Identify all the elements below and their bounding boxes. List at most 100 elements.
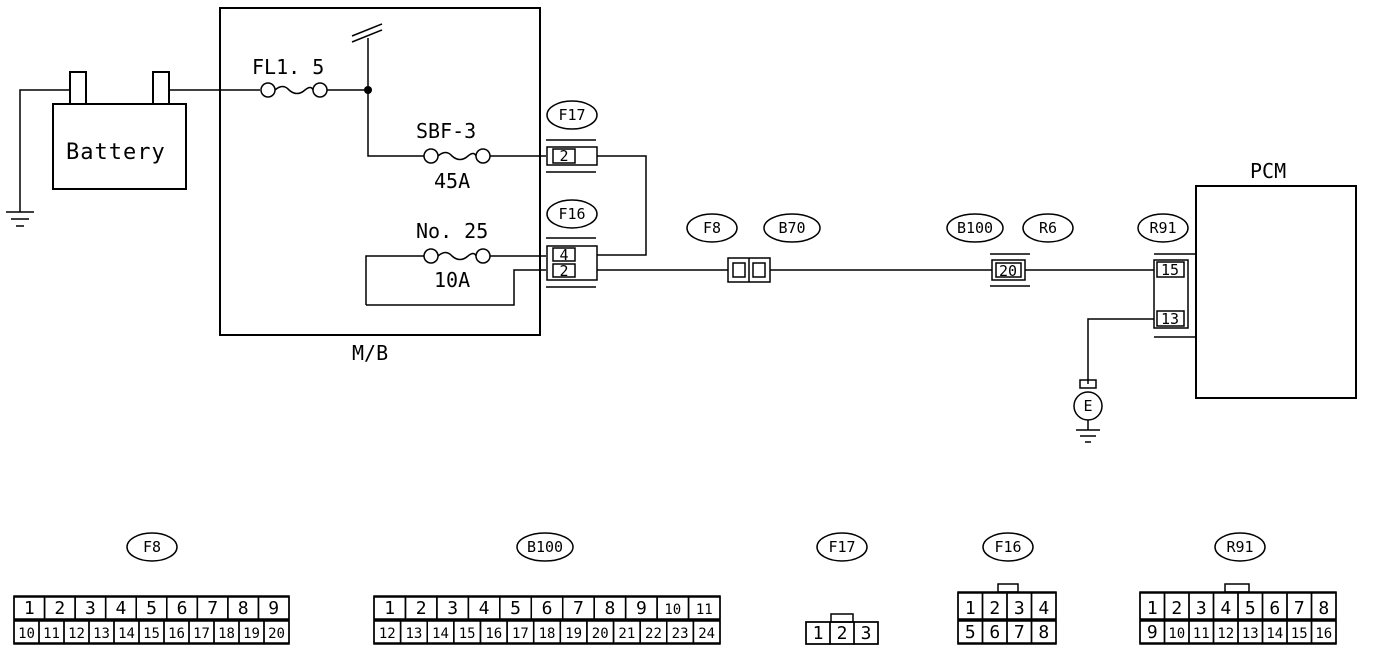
tag-f16: F16 — [558, 205, 585, 223]
pin-number: 11 — [43, 626, 60, 642]
main-box: M/B — [219, 7, 541, 365]
pin-number: 5 — [965, 622, 976, 643]
pin-number: 17 — [512, 626, 529, 642]
pin-number: 19 — [243, 626, 260, 642]
pin-b100: 20 — [999, 262, 1017, 280]
pin-number: 10 — [664, 602, 681, 618]
pin-number: 4 — [1038, 598, 1049, 619]
pin-number: 7 — [207, 598, 218, 619]
connector-f16: F16 4 2 — [546, 199, 598, 288]
connector-f17: F17 2 — [546, 100, 598, 173]
pin-number: 2 — [54, 598, 65, 619]
connector-b100-r6: B100 R6 20 — [946, 213, 1074, 287]
pin-number: 6 — [1269, 598, 1280, 619]
pin-f17: 2 — [559, 147, 568, 165]
pin-number: 22 — [645, 626, 662, 642]
pin-number: 5 — [146, 598, 157, 619]
battery-ground-wire — [6, 89, 70, 227]
view-tag-f16: F16 — [994, 538, 1021, 556]
pin-cell — [257, 596, 290, 620]
fuse-sbf-3: SBF-3 45A — [416, 119, 546, 193]
pin-number: 2 — [1171, 598, 1182, 619]
pin-number: 2 — [837, 623, 848, 644]
tag-b100: B100 — [957, 219, 993, 237]
pin-number: 18 — [218, 626, 235, 642]
pin-number: 2 — [989, 598, 1000, 619]
pin-number: 19 — [565, 626, 582, 642]
pin-number: 10 — [18, 626, 35, 642]
pin-number: 8 — [1318, 598, 1329, 619]
pin-number: 5 — [1245, 598, 1256, 619]
pin-number: 2 — [416, 598, 427, 619]
pin-number: 12 — [1217, 626, 1234, 642]
pin-cell — [1310, 592, 1337, 620]
pin-number: 15 — [143, 626, 160, 642]
pin-number: 20 — [592, 626, 609, 642]
pin-number: 5 — [510, 598, 521, 619]
tag-b70: B70 — [778, 219, 805, 237]
pin-number: 15 — [459, 626, 476, 642]
pin-f16-bottom: 2 — [559, 262, 568, 280]
pin-number: 3 — [1014, 598, 1025, 619]
pcm-label: PCM — [1250, 159, 1286, 183]
fuse-fl-label: FL1. 5 — [252, 55, 324, 79]
main-box-label: M/B — [352, 341, 388, 365]
pin-number: 1 — [24, 598, 35, 619]
engine-ground: E — [1073, 318, 1154, 443]
pin-number: 17 — [193, 626, 210, 642]
tag-r91: R91 — [1149, 219, 1176, 237]
pin-number: 1 — [1147, 598, 1158, 619]
pin-number: 16 — [1315, 626, 1332, 642]
pin-number: 20 — [268, 626, 285, 642]
fuse-fl1-5: FL1. 5 — [252, 55, 368, 98]
pin-number: 4 — [479, 598, 490, 619]
view-tag-r91: R91 — [1226, 538, 1253, 556]
pin-number: 16 — [485, 626, 502, 642]
pin-cell — [1310, 620, 1337, 644]
pin-r91-bottom: 13 — [1161, 310, 1179, 328]
view-tag-f17: F17 — [828, 538, 855, 556]
ground-e-label: E — [1083, 397, 1092, 415]
tag-f8: F8 — [703, 219, 721, 237]
connector-r91: R91 15 13 — [1137, 213, 1196, 338]
pin-number: 9 — [636, 598, 647, 619]
tag-f17: F17 — [558, 106, 585, 124]
battery: Battery — [52, 71, 187, 190]
pin-number: 6 — [542, 598, 553, 619]
pin-cell — [687, 596, 721, 620]
pin-number: 13 — [405, 626, 422, 642]
pin-number: 13 — [93, 626, 110, 642]
pin-cell — [1030, 592, 1057, 620]
ground-antenna-icon — [351, 23, 383, 43]
pin-number: 8 — [604, 598, 615, 619]
pin-cell — [692, 620, 721, 644]
pin-number: 6 — [989, 622, 1000, 643]
pin-number: 14 — [1266, 626, 1283, 642]
pin-r91-top: 15 — [1161, 261, 1179, 279]
pin-number: 4 — [116, 598, 127, 619]
tag-r6: R6 — [1039, 219, 1057, 237]
pin-number: 9 — [1147, 622, 1158, 643]
pcm-module: PCM — [1195, 159, 1357, 399]
pin-number: 3 — [85, 598, 96, 619]
pin-number: 3 — [1196, 598, 1207, 619]
pin-cell — [853, 621, 879, 645]
fuse-no-25: No. 25 10A — [365, 219, 546, 306]
pin-number: 13 — [1242, 626, 1259, 642]
fuse-no25-rating: 10A — [434, 268, 470, 292]
pin-number: 8 — [238, 598, 249, 619]
fuse-sbf-name: SBF-3 — [416, 119, 476, 143]
pin-number: 18 — [539, 626, 556, 642]
pin-number: 7 — [1014, 622, 1025, 643]
pin-number: 21 — [618, 626, 635, 642]
wire-f17-to-f16 — [597, 155, 647, 256]
pin-number: 4 — [1220, 598, 1231, 619]
